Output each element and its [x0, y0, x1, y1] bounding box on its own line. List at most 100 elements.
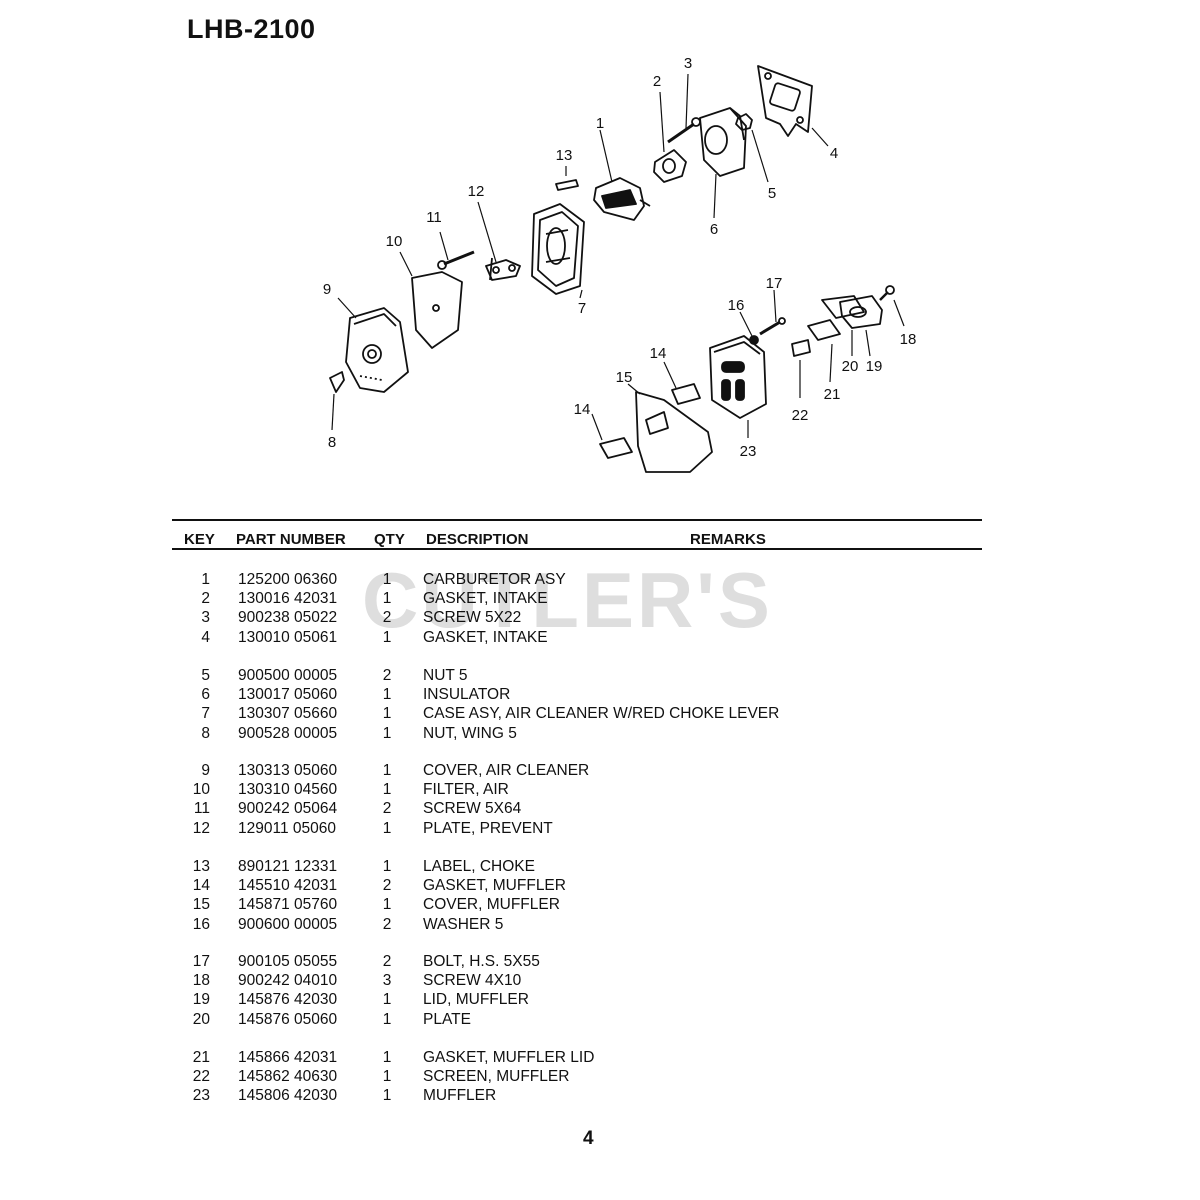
part-15-cover-muffler — [635, 391, 713, 473]
cell-description: COVER, MUFFLER — [423, 896, 560, 914]
callout-19: 19 — [866, 358, 883, 375]
cell-qty: 1 — [382, 1068, 392, 1086]
callout-14b: 14 — [574, 401, 591, 418]
part-8-wing-nut — [329, 371, 345, 393]
header-qty: QTY — [374, 531, 405, 548]
cell-key: 20 — [192, 1010, 210, 1028]
cell-part-number: 145876 05060 — [238, 1010, 338, 1028]
part-23-muffler — [709, 335, 767, 419]
cell-qty: 2 — [382, 915, 392, 933]
cell-part-number: 900242 04010 — [238, 972, 338, 990]
header-remarks: REMARKS — [690, 531, 766, 548]
cell-qty: 2 — [382, 667, 392, 684]
cell-qty: 1 — [382, 705, 392, 723]
cell-qty: 1 — [382, 1087, 392, 1105]
cell-qty: 1 — [382, 1049, 392, 1066]
cell-description: GASKET, MUFFLER — [423, 877, 566, 895]
cell-key: 23 — [192, 1087, 210, 1105]
page-title: LHB-2100 — [187, 14, 316, 44]
cell-key: 15 — [192, 896, 210, 914]
callout-3: 3 — [684, 55, 692, 72]
table-row: 23 145806 42030 1 MUFFLER — [0, 1086, 1200, 1105]
cell-part-number: 900600 00005 — [238, 915, 338, 933]
cell-key: 10 — [192, 781, 210, 799]
callout-6: 6 — [710, 221, 718, 238]
part-14-gasket-muffler-a — [671, 383, 701, 405]
cell-description: GASKET, INTAKE — [423, 628, 548, 646]
callout-10: 10 — [386, 233, 403, 250]
header-key: KEY — [184, 531, 215, 548]
cell-description: SCREW 4X10 — [423, 972, 522, 990]
cell-qty: 3 — [382, 972, 392, 990]
cell-key: 16 — [192, 915, 210, 933]
cell-part-number: 130017 05060 — [238, 686, 338, 704]
part-10-filter-air — [411, 271, 463, 349]
table-row: 18 900242 04010 3 SCREW 4X10 — [0, 971, 1200, 990]
table-row: 16 900600 00005 2 WASHER 5 — [0, 915, 1200, 934]
cell-qty: 2 — [382, 609, 392, 627]
cell-part-number: 145510 42031 — [238, 877, 338, 895]
cell-description: PLATE — [423, 1010, 471, 1028]
cell-part-number: 900105 05055 — [238, 953, 338, 970]
part-12-plate-prevent — [485, 257, 521, 281]
part-22-screen-muffler — [791, 339, 811, 357]
callout-8: 8 — [328, 434, 336, 451]
cell-description: LID, MUFFLER — [423, 991, 529, 1009]
cell-key: 2 — [201, 590, 210, 608]
exploded-parts-diagram: 1 2 3 4 5 6 7 8 9 10 11 12 13 14 14 15 1… — [323, 55, 917, 473]
cell-key: 7 — [201, 705, 210, 723]
table-top-rule — [172, 519, 982, 521]
part-7-air-cleaner-case — [531, 203, 585, 295]
cell-key: 5 — [201, 667, 210, 684]
cell-key: 12 — [192, 819, 210, 837]
cell-qty: 1 — [382, 896, 392, 914]
callout-7: 7 — [578, 300, 586, 317]
cell-description: GASKET, INTAKE — [423, 590, 548, 608]
cell-part-number: 890121 12331 — [238, 858, 338, 875]
part-9-cover-air-cleaner — [345, 307, 409, 393]
cell-qty: 2 — [382, 953, 392, 970]
callout-1: 1 — [596, 115, 604, 132]
cell-qty: 1 — [382, 781, 392, 799]
cell-part-number: 130016 42031 — [238, 590, 338, 608]
callout-4: 4 — [830, 145, 838, 162]
cell-key: 6 — [201, 686, 210, 704]
cell-key: 21 — [192, 1049, 210, 1066]
part-20-plate — [821, 295, 865, 319]
cell-key: 13 — [192, 858, 210, 875]
cell-part-number: 900500 00005 — [238, 667, 338, 684]
cell-qty: 2 — [382, 800, 392, 818]
cell-description: WASHER 5 — [423, 915, 504, 933]
callout-13: 13 — [556, 147, 573, 164]
cell-description: SCREW 5X22 — [423, 609, 522, 627]
cell-description: MUFFLER — [423, 1087, 497, 1105]
callout-18: 18 — [900, 331, 917, 348]
cell-description: COVER, AIR CLEANER — [423, 762, 590, 779]
part-2-gasket — [653, 149, 687, 183]
callout-2: 2 — [653, 73, 661, 90]
callout-21: 21 — [824, 386, 841, 403]
callout-15: 15 — [616, 369, 633, 386]
cell-part-number: 145806 42030 — [238, 1087, 338, 1105]
cell-key: 18 — [192, 972, 210, 990]
callout-5: 5 — [768, 185, 776, 202]
cell-description: INSULATOR — [423, 686, 511, 704]
cell-description: SCREW 5X64 — [423, 800, 522, 818]
cell-part-number: 125200 06360 — [238, 571, 338, 588]
cell-key: 1 — [201, 571, 210, 588]
part-5-nut — [735, 113, 753, 131]
callout-9: 9 — [323, 281, 331, 298]
cell-part-number: 145876 42030 — [238, 991, 338, 1009]
cell-qty: 2 — [382, 877, 392, 895]
cell-part-number: 900242 05064 — [238, 800, 338, 818]
cell-qty: 1 — [382, 858, 392, 875]
